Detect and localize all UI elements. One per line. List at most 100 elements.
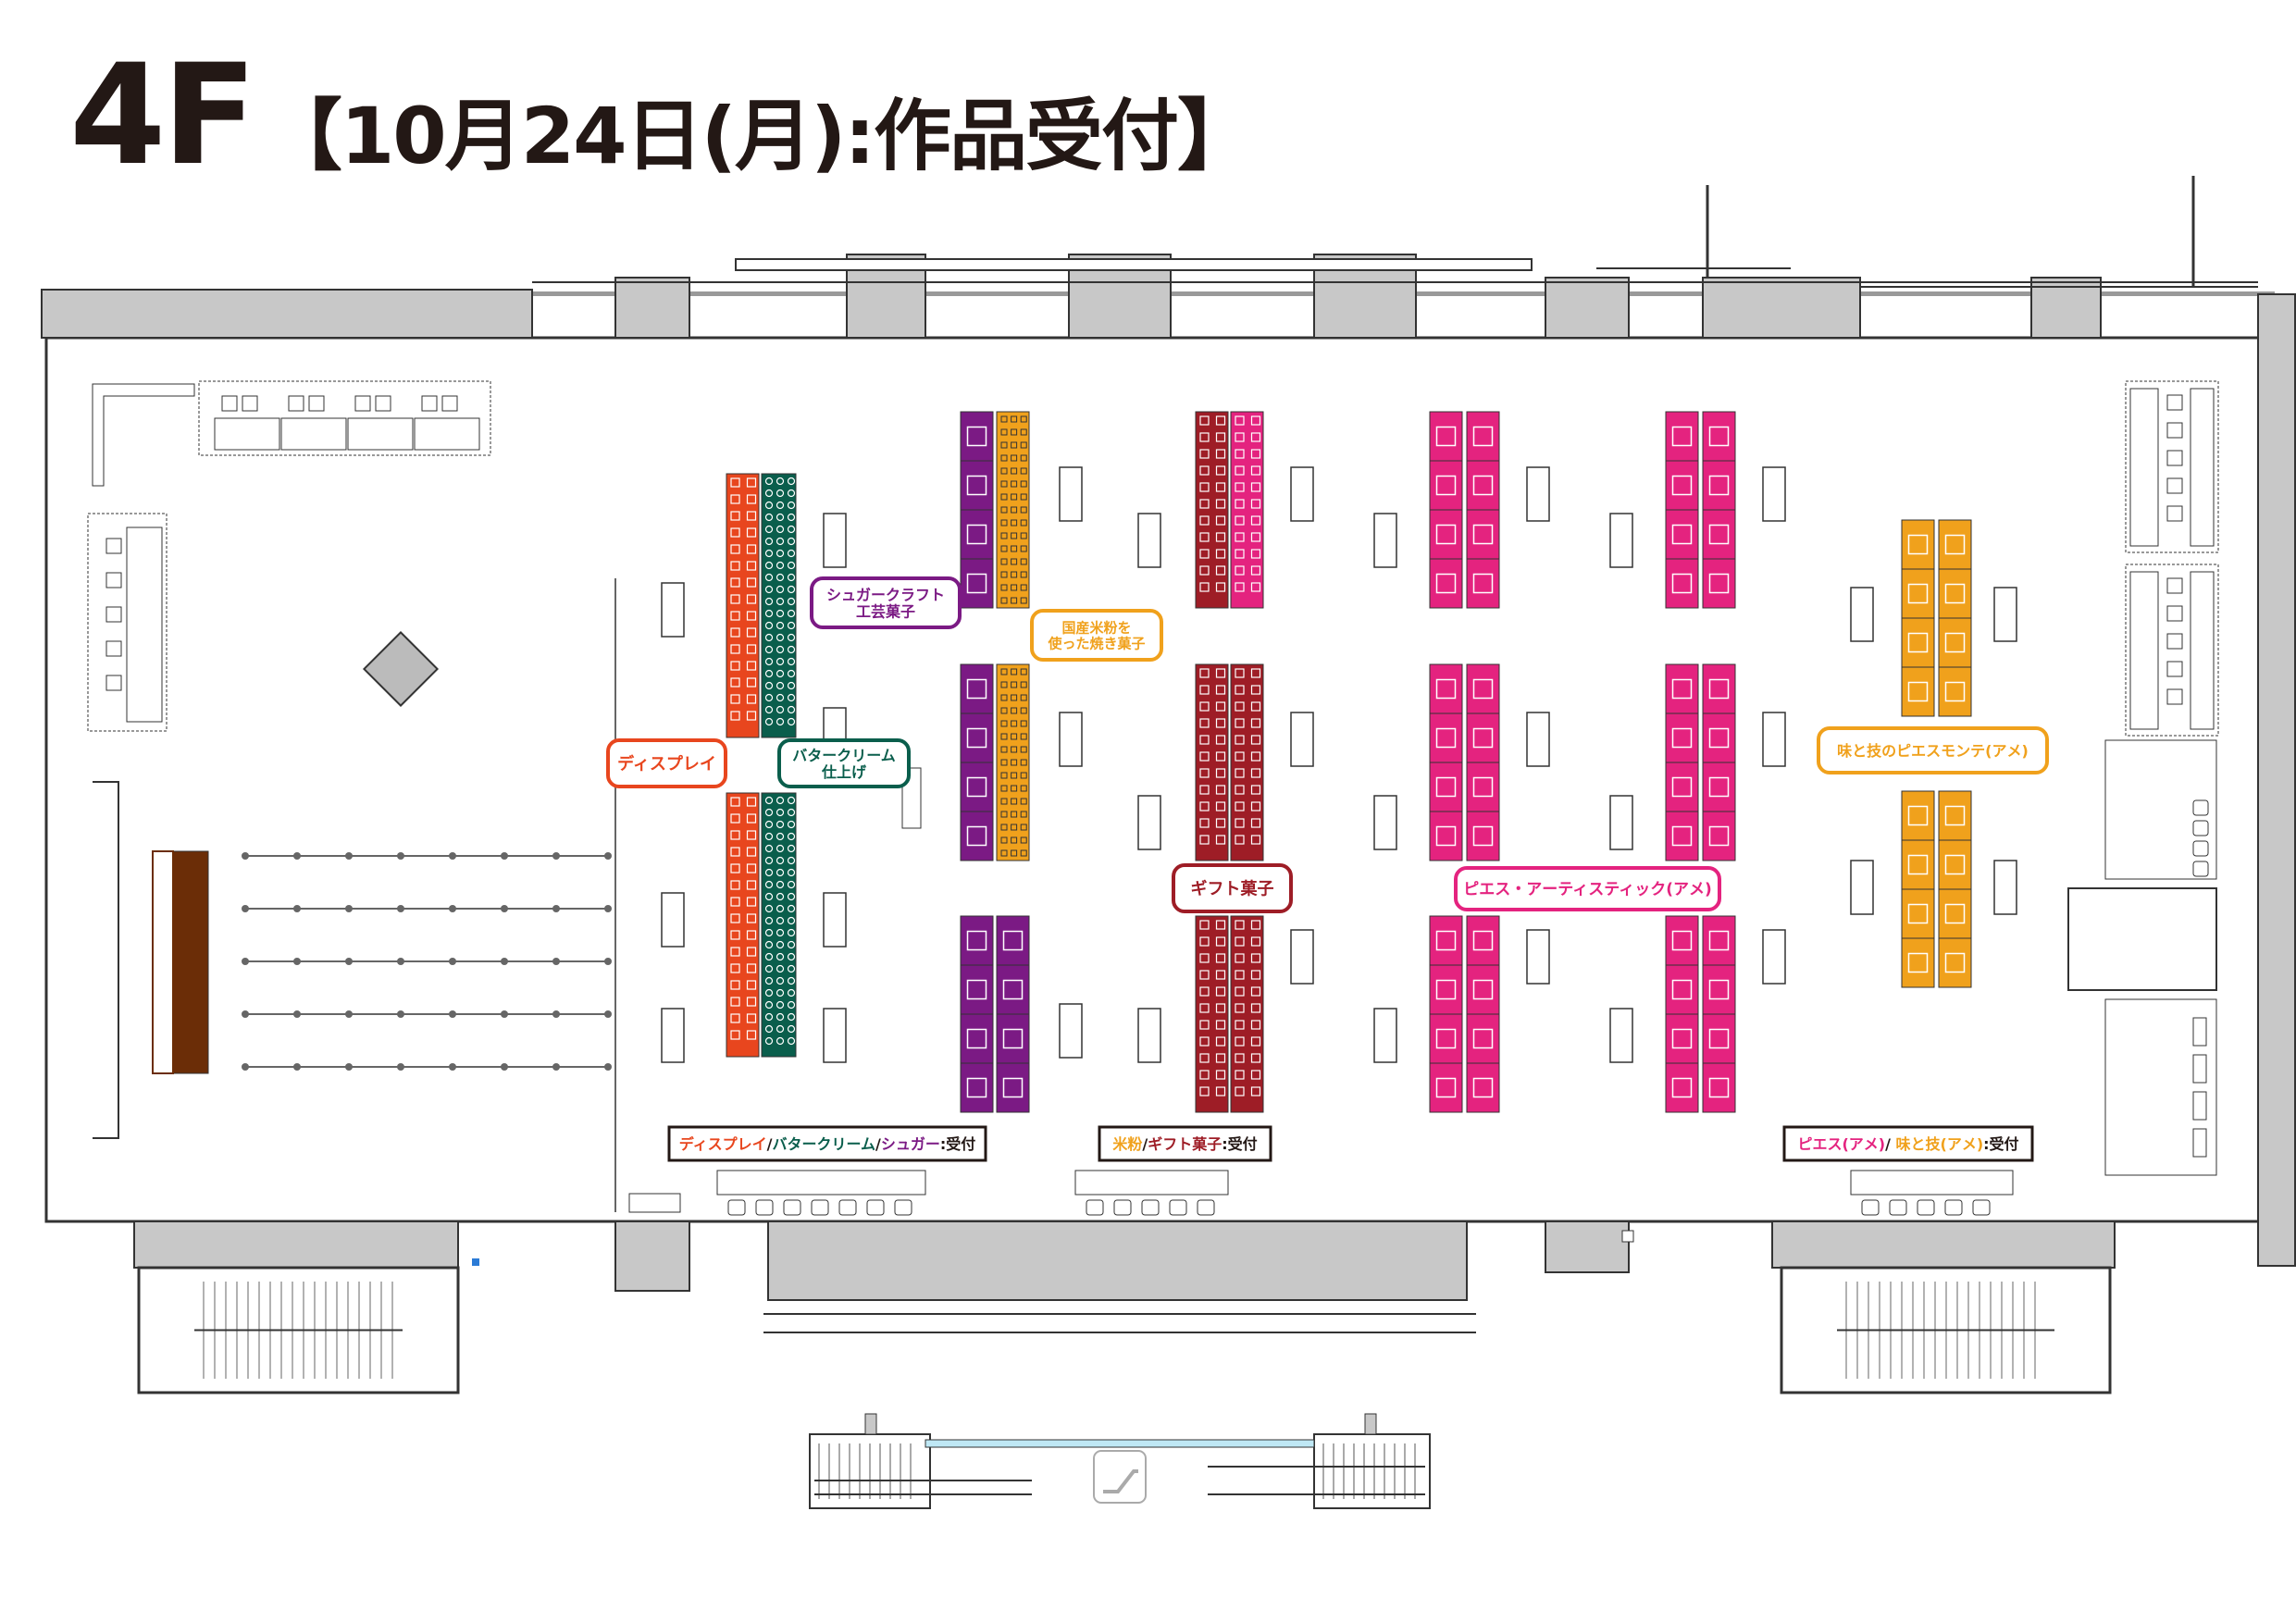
reception-table xyxy=(1074,1170,1229,1196)
item-dot xyxy=(764,904,774,913)
item-box xyxy=(1020,785,1027,792)
seat-post xyxy=(501,852,508,860)
rice-flour-column-1-body xyxy=(996,411,1030,609)
item-box xyxy=(1020,597,1027,604)
item-dot xyxy=(787,1012,796,1022)
item-dot xyxy=(776,633,785,642)
aisle-table xyxy=(1762,712,1786,767)
item-box xyxy=(730,863,740,873)
item-box xyxy=(1944,583,1966,604)
aisle-table xyxy=(1137,513,1161,568)
item-box xyxy=(1235,953,1245,963)
item-box xyxy=(1435,1028,1457,1049)
seat-post xyxy=(501,905,508,912)
item-dot xyxy=(787,964,796,973)
item-dot xyxy=(776,645,785,654)
reception-label-left-part-5: :受付 xyxy=(940,1135,975,1153)
item-box xyxy=(1000,597,1008,604)
small-cabinet xyxy=(628,1193,681,1213)
item-dot xyxy=(764,621,774,630)
item-box xyxy=(1215,415,1226,426)
item-box xyxy=(1944,681,1966,702)
item-box xyxy=(746,847,757,857)
item-box xyxy=(1235,415,1245,426)
item-box xyxy=(1235,1070,1245,1080)
item-box xyxy=(730,677,740,688)
item-dot xyxy=(776,585,785,594)
item-box xyxy=(746,694,757,704)
gift-column-2 xyxy=(1195,915,1229,1113)
seat-post xyxy=(397,1063,404,1071)
item-box xyxy=(1250,685,1261,695)
item-box xyxy=(1215,718,1226,728)
rice-flour-column-2-body xyxy=(996,663,1030,861)
item-dot xyxy=(764,820,774,829)
item-box xyxy=(1215,532,1226,542)
item-dot xyxy=(787,856,796,865)
seat-post xyxy=(604,1063,612,1071)
reception-label-left-text: ディスプレイ/バタークリーム/シュガー:受付 xyxy=(679,1135,976,1153)
item-box xyxy=(1020,811,1027,818)
item-box xyxy=(1011,811,1018,818)
right-shelf xyxy=(2190,571,2215,730)
item-box xyxy=(1944,903,1966,924)
aisle-table xyxy=(661,1008,685,1063)
item-box xyxy=(1235,1053,1245,1063)
chair xyxy=(2166,633,2183,650)
stage-front xyxy=(152,850,174,1074)
item-dot xyxy=(764,796,774,805)
item-dot xyxy=(787,573,796,582)
item-box xyxy=(1250,532,1261,542)
seat-post xyxy=(242,1063,249,1071)
wall-block-top-8 xyxy=(2257,293,2296,1267)
pieces-column-7 xyxy=(1702,411,1736,609)
chair xyxy=(2166,422,2183,439)
item-box xyxy=(1011,467,1018,475)
item-box xyxy=(1708,1028,1730,1049)
item-box xyxy=(1944,952,1966,973)
item-dot xyxy=(787,501,796,510)
display-column-lower xyxy=(726,792,760,1058)
item-box xyxy=(1020,454,1027,462)
label-pieces-artistic-text: ピエス・アーティスティック(アメ) xyxy=(1463,881,1712,899)
reception-label-right-frame xyxy=(1782,1125,2034,1162)
event-date-title: 【10月24日(月):作品受付】 xyxy=(264,91,1255,181)
item-box xyxy=(1011,532,1018,539)
item-box xyxy=(1011,772,1018,779)
item-box xyxy=(1020,733,1027,740)
aisle-table xyxy=(823,892,847,948)
chair xyxy=(288,395,304,412)
chair xyxy=(2166,477,2183,494)
item-box xyxy=(1020,798,1027,805)
item-box xyxy=(1000,694,1008,701)
item-box xyxy=(730,594,740,604)
sugarcraft-column-3 xyxy=(960,915,994,1113)
item-dot xyxy=(776,549,785,558)
item-dot xyxy=(787,657,796,666)
item-box xyxy=(1235,515,1245,526)
buttercream-column-upper xyxy=(761,473,797,738)
seat-post xyxy=(397,905,404,912)
buttercream-column-lower xyxy=(761,792,797,1058)
item-box xyxy=(1011,836,1018,844)
item-box xyxy=(1944,632,1966,653)
item-box xyxy=(1199,565,1210,576)
right-shelf xyxy=(2190,388,2215,547)
rice-flour-column-2 xyxy=(996,663,1030,861)
right-corridor xyxy=(2067,887,2217,991)
item-box xyxy=(1250,751,1261,762)
item-dot xyxy=(764,928,774,937)
item-box xyxy=(1235,835,1245,845)
item-box xyxy=(1235,718,1245,728)
seat-post xyxy=(345,958,353,965)
item-dot xyxy=(764,952,774,961)
item-box xyxy=(730,661,740,671)
item-dot xyxy=(776,573,785,582)
chair xyxy=(2166,688,2183,705)
item-dot xyxy=(776,820,785,829)
item-box xyxy=(1199,701,1210,712)
item-box xyxy=(746,947,757,957)
seat-post xyxy=(604,1010,612,1018)
